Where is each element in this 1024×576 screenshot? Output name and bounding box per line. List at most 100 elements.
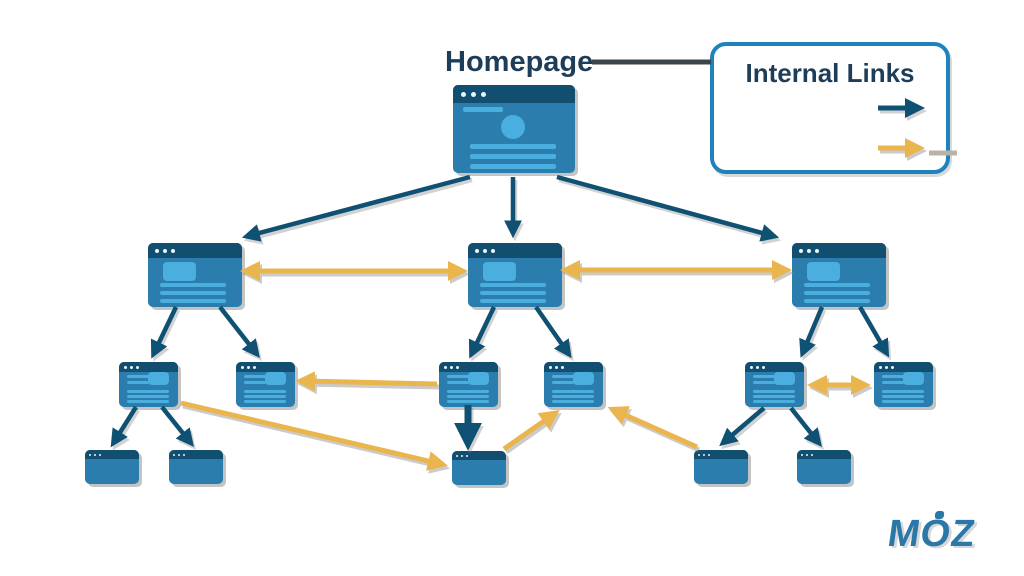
window-content-ln bbox=[480, 283, 546, 287]
window-content-ln bbox=[552, 390, 594, 393]
window-dots-icon bbox=[874, 365, 894, 369]
window-titlebar bbox=[148, 243, 242, 258]
window-content-ln bbox=[552, 381, 574, 384]
window-content-rect bbox=[774, 372, 795, 385]
page-node-category-2 bbox=[468, 243, 562, 307]
window-content-ln bbox=[244, 390, 286, 393]
window-content-rect bbox=[468, 372, 489, 385]
page-node-subpage-4 bbox=[544, 362, 603, 407]
window-content-rect bbox=[163, 262, 196, 281]
window-content-ln bbox=[552, 400, 594, 403]
window-content-ln bbox=[244, 375, 266, 378]
page-node-category-1 bbox=[148, 243, 242, 307]
page-node-deep-3 bbox=[452, 451, 506, 485]
window-content-rect bbox=[573, 372, 594, 385]
window-content-ln bbox=[804, 299, 870, 303]
window-dots-icon bbox=[745, 365, 765, 369]
window-content-ln bbox=[753, 390, 795, 393]
window-content-ln bbox=[882, 381, 904, 384]
window-content-ln bbox=[447, 400, 489, 403]
window-content-ln bbox=[753, 400, 795, 403]
window-content-ln bbox=[127, 381, 149, 384]
window-content-ln bbox=[480, 291, 546, 295]
page-node-category-3 bbox=[792, 243, 886, 307]
window-titlebar bbox=[745, 362, 804, 372]
page-node-subpage-2 bbox=[236, 362, 295, 407]
window-content-ln bbox=[753, 395, 795, 398]
window-titlebar bbox=[236, 362, 295, 372]
window-content-ln bbox=[552, 375, 574, 378]
window-content-ln bbox=[447, 395, 489, 398]
window-content-rect bbox=[903, 372, 924, 385]
window-content-rect bbox=[265, 372, 286, 385]
window-dots-icon bbox=[169, 453, 185, 456]
window-content-ln bbox=[470, 144, 556, 149]
window-dots-icon bbox=[148, 248, 175, 253]
window-content-ln bbox=[882, 390, 924, 393]
legend-title: Internal Links bbox=[745, 58, 915, 88]
page-node-subpage-1 bbox=[119, 362, 178, 407]
window-content-ln bbox=[804, 283, 870, 287]
window-content-ln bbox=[244, 381, 266, 384]
window-content-ln bbox=[244, 395, 286, 398]
window-content-rect bbox=[807, 262, 840, 281]
window-content-ln bbox=[463, 107, 503, 112]
page-node-deep-5 bbox=[797, 450, 851, 484]
window-titlebar bbox=[792, 243, 886, 258]
window-content-circle bbox=[501, 115, 525, 139]
window-content-ln bbox=[127, 395, 169, 398]
window-content-ln bbox=[447, 375, 469, 378]
window-titlebar bbox=[797, 450, 851, 459]
window-titlebar bbox=[874, 362, 933, 372]
window-dots-icon bbox=[797, 453, 813, 456]
window-content-ln bbox=[160, 291, 226, 295]
homepage-label: Homepage bbox=[445, 46, 594, 78]
window-dots-icon bbox=[236, 365, 256, 369]
window-content-ln bbox=[160, 283, 226, 287]
window-dots-icon bbox=[468, 248, 495, 253]
window-dots-icon bbox=[439, 365, 459, 369]
window-titlebar bbox=[453, 85, 575, 103]
moz-logo-text: MOZ bbox=[885, 513, 979, 555]
page-node-subpage-3 bbox=[439, 362, 498, 407]
window-dots-icon bbox=[792, 248, 819, 253]
window-titlebar bbox=[439, 362, 498, 372]
window-content-ln bbox=[753, 381, 775, 384]
window-dots-icon bbox=[85, 453, 101, 456]
window-titlebar bbox=[694, 450, 748, 459]
window-content-ln bbox=[127, 390, 169, 393]
page-node-homepage bbox=[453, 85, 575, 173]
legend-box: Internal Links bbox=[710, 42, 950, 174]
window-content-ln bbox=[804, 291, 870, 295]
window-content-ln bbox=[127, 400, 169, 403]
window-content-ln bbox=[882, 400, 924, 403]
window-titlebar bbox=[468, 243, 562, 258]
window-content-ln bbox=[470, 164, 556, 169]
window-content-ln bbox=[244, 400, 286, 403]
window-content-ln bbox=[160, 299, 226, 303]
window-content-ln bbox=[470, 154, 556, 159]
window-content-ln bbox=[127, 375, 149, 378]
window-titlebar bbox=[119, 362, 178, 372]
window-content-ln bbox=[882, 375, 904, 378]
window-dots-icon bbox=[453, 91, 486, 97]
page-node-deep-4 bbox=[694, 450, 748, 484]
window-dots-icon bbox=[694, 453, 710, 456]
window-titlebar bbox=[452, 451, 506, 460]
moz-logo: MOZ bbox=[885, 511, 998, 558]
window-content-ln bbox=[882, 395, 924, 398]
window-content-ln bbox=[753, 375, 775, 378]
page-node-deep-1 bbox=[85, 450, 139, 484]
window-dots-icon bbox=[452, 454, 468, 457]
window-content-ln bbox=[480, 299, 546, 303]
window-content-rect bbox=[483, 262, 516, 281]
window-content-ln bbox=[447, 390, 489, 393]
page-node-deep-2 bbox=[169, 450, 223, 484]
window-titlebar bbox=[169, 450, 223, 459]
window-content-rect bbox=[148, 372, 169, 385]
window-dots-icon bbox=[544, 365, 564, 369]
window-titlebar bbox=[85, 450, 139, 459]
window-content-ln bbox=[552, 395, 594, 398]
window-dots-icon bbox=[119, 365, 139, 369]
